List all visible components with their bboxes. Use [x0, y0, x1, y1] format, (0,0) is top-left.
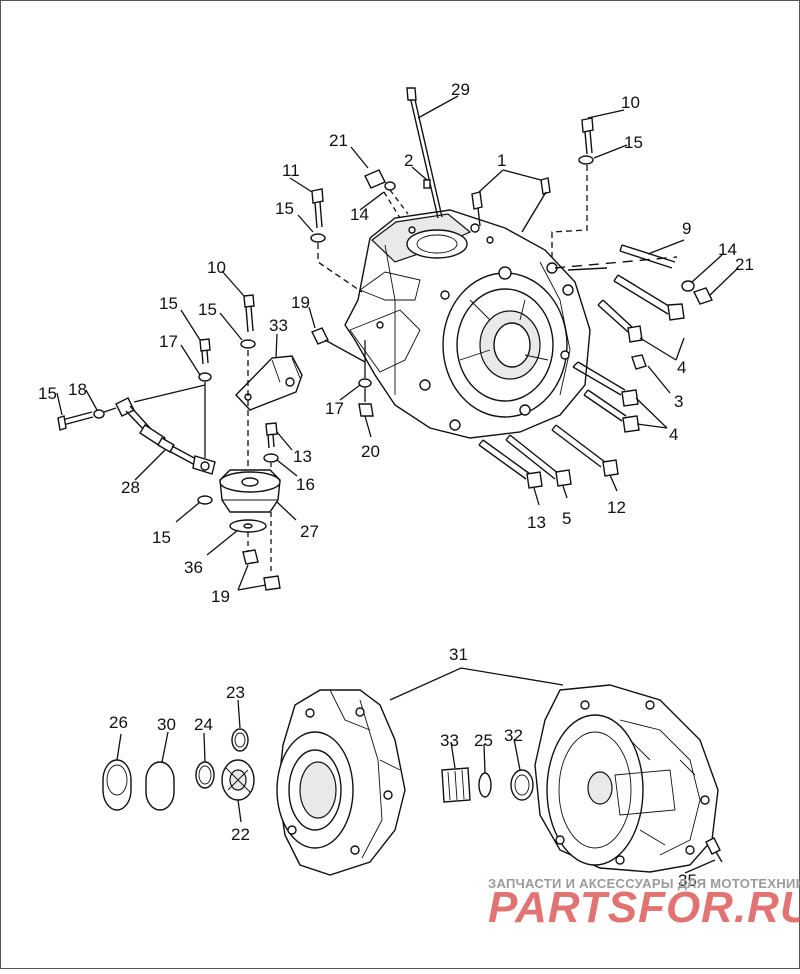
callout-15d: 15 [152, 528, 171, 547]
callout-19: 19 [211, 587, 230, 606]
callout-16: 16 [296, 475, 315, 494]
callout-23: 23 [226, 683, 245, 702]
callout-leaders [56, 95, 739, 874]
callout-14a: 14 [350, 205, 369, 224]
callout-33: 33 [440, 731, 459, 750]
callout-35: 35 [678, 871, 697, 890]
callout-1: 1 [497, 151, 506, 170]
callout-10a: 12 [607, 498, 626, 517]
top-small-parts [364, 87, 551, 233]
callout-17c: 18 [68, 380, 87, 399]
callout-4b: 4 [669, 425, 678, 444]
callout-11: 13 [293, 447, 312, 466]
callout-21b: 21 [735, 255, 754, 274]
leader-31 [389, 667, 564, 701]
crankcase-housing [344, 209, 591, 439]
callout-7: 10 [207, 258, 226, 277]
callout-15c: 15 [198, 300, 217, 319]
crankcase-bolts [478, 244, 685, 489]
right-stud-parts [551, 117, 713, 305]
callout-12: 15 [38, 384, 57, 403]
callout-25: 25 [474, 731, 493, 750]
callout-21a: 21 [329, 131, 348, 150]
callout-36: 36 [184, 558, 203, 577]
callout-13: 15 [159, 294, 178, 313]
callout-15b: 15 [275, 199, 294, 218]
callout-numbers: 29 10 15 1 2 21 14 11 15 9 14 21 4 3 4 1… [38, 80, 754, 890]
transmission-case-halves [276, 684, 723, 876]
callout-27: 27 [300, 522, 319, 541]
watermark-logo: PARTSFOR.RU [488, 883, 800, 932]
callout-30: 30 [157, 715, 176, 734]
callout-32: 32 [504, 726, 523, 745]
callout-34: 33 [269, 316, 288, 335]
callout-6: 9 [682, 219, 691, 238]
callout-24: 24 [194, 715, 213, 734]
callout-5: 5 [562, 509, 571, 528]
callout-3: 3 [674, 392, 683, 411]
left-mount-hardware [310, 188, 374, 417]
callout-14b: 14 [718, 240, 737, 259]
callout-2: 2 [404, 151, 413, 170]
callout-31: 31 [449, 645, 468, 664]
watermark: ЗАПЧАСТИ И АКСЕССУАРЫ ДЛЯ МОТОТЕХНИКИ PA… [488, 876, 800, 932]
engine-mount-assembly [57, 294, 303, 591]
callout-17b: 17 [325, 399, 344, 418]
callout-8: 10 [621, 93, 640, 112]
watermark-caption: ЗАПЧАСТИ И АКСЕССУАРЫ ДЛЯ МОТОТЕХНИКИ [488, 876, 800, 891]
bearing-stack-parts [102, 728, 534, 811]
callout-26: 26 [109, 713, 128, 732]
callout-29: 29 [451, 80, 470, 99]
callout-10b: 13 [527, 513, 546, 532]
callout-20: 20 [361, 442, 380, 461]
callout-17a: 17 [159, 332, 178, 351]
callout-18: 19 [291, 293, 310, 312]
callout-22: 22 [231, 825, 250, 844]
callout-9: 11 [282, 161, 300, 180]
callout-28: 28 [121, 478, 140, 497]
callout-15a: 15 [624, 133, 643, 152]
callout-4a: 4 [677, 358, 686, 377]
